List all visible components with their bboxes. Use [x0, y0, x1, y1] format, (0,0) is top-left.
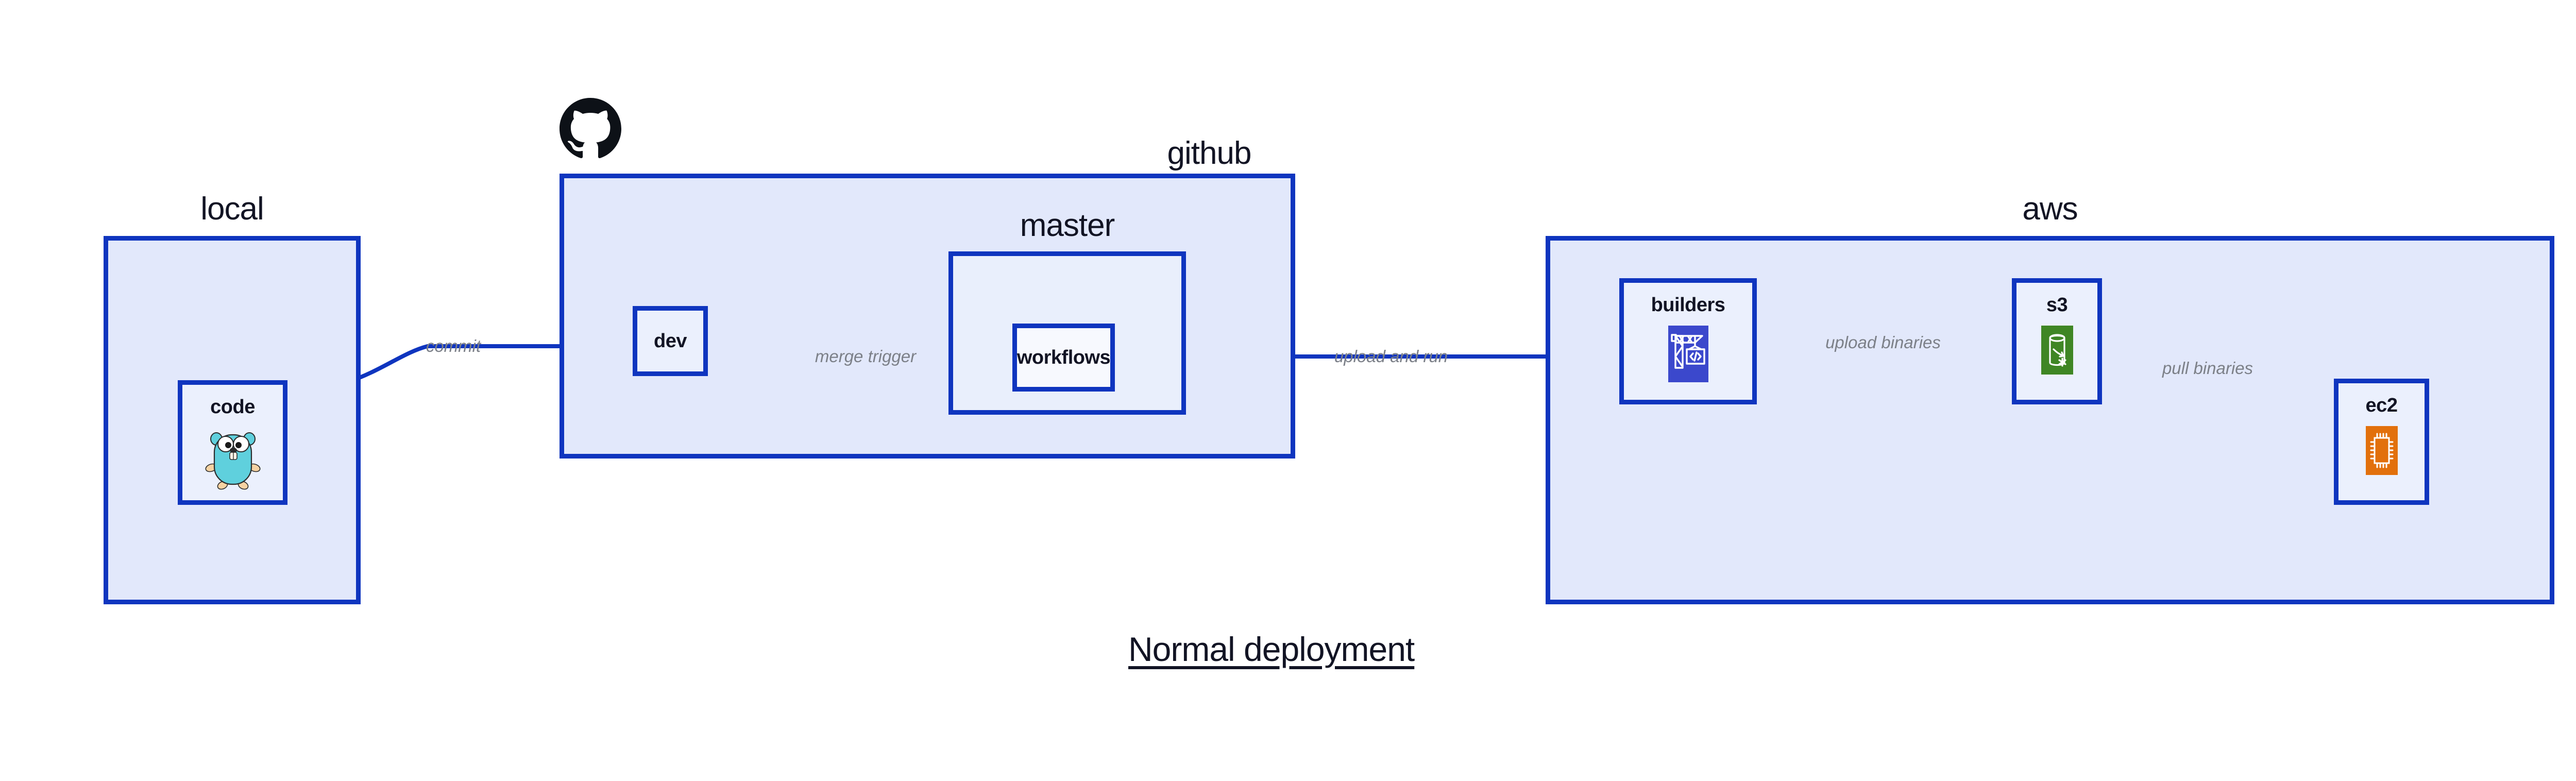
diagram-title: Normal deployment [1128, 630, 1415, 668]
node-code[interactable]: code [178, 380, 287, 505]
edge-label-pull-binaries: pull binaries [2159, 359, 2257, 378]
node-ec2[interactable]: ec2 [2334, 379, 2429, 505]
subgroup-label-master: master [1020, 208, 1115, 243]
aws-codebuild-icon [1668, 326, 1708, 385]
edge-label-upload-and-run: upload and run [1334, 347, 1448, 366]
node-dev[interactable]: dev [633, 306, 708, 376]
aws-s3-bucket-icon [2041, 326, 2073, 377]
edge-label-commit: commit [426, 336, 481, 355]
edge-label-merge-trigger: merge trigger [811, 347, 920, 366]
golang-gopher-icon [205, 428, 261, 494]
group-local [104, 236, 361, 604]
group-label-aws: aws [2022, 191, 2078, 227]
node-s3[interactable]: s3 [2012, 278, 2102, 404]
node-workflows[interactable]: workflows [1012, 324, 1115, 392]
node-label-ec2: ec2 [2365, 395, 2398, 416]
node-label-dev: dev [654, 330, 687, 352]
group-label-local: local [200, 191, 264, 227]
node-label-workflows: workflows [1016, 346, 1111, 368]
node-builders[interactable]: builders [1619, 278, 1757, 404]
edge-label-upload-binaries: upload binaries [1822, 333, 1944, 352]
github-octocat-icon [560, 98, 621, 162]
aws-ec2-chip-icon [2365, 426, 2398, 478]
node-label-builders: builders [1651, 294, 1725, 316]
group-label-github: github [1167, 135, 1252, 171]
node-label-s3: s3 [2046, 294, 2068, 316]
node-label-code: code [210, 396, 255, 418]
